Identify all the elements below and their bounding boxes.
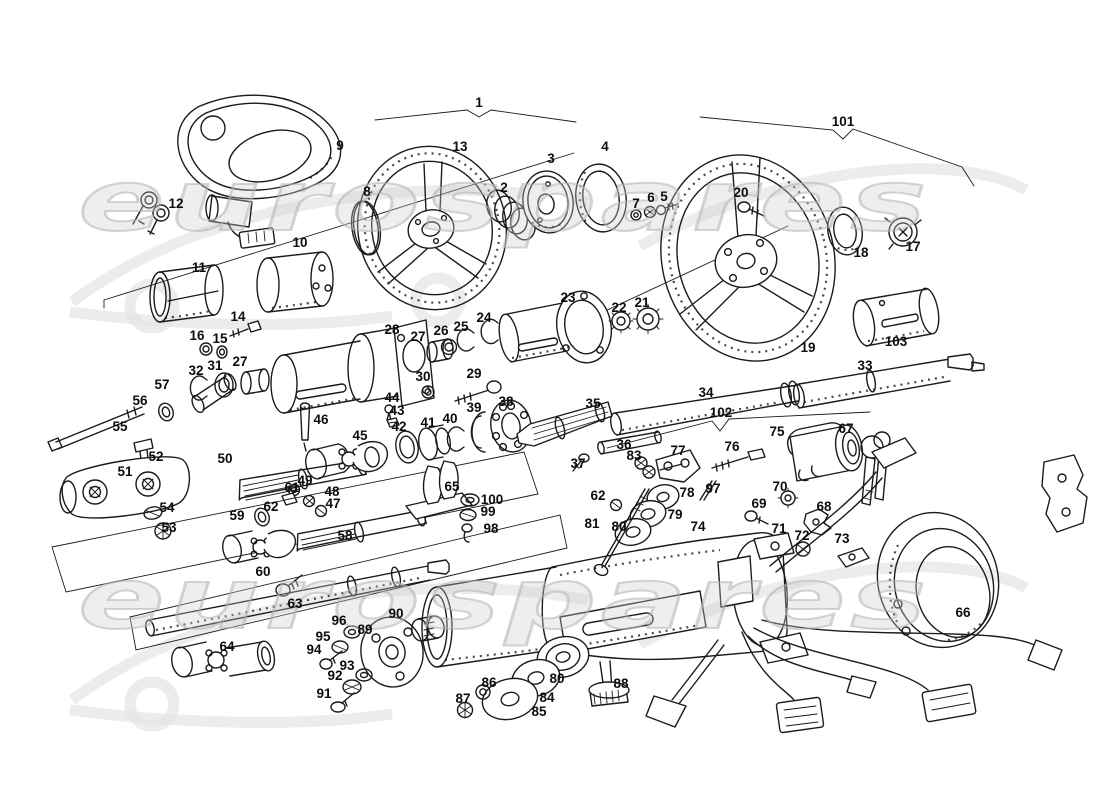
turn-signal-stalk-lower bbox=[645, 639, 725, 728]
part-57-pin bbox=[191, 372, 237, 414]
group-bracket-1 bbox=[374, 109, 577, 123]
part-53-nut bbox=[154, 522, 172, 540]
part-100-grommet bbox=[460, 493, 480, 507]
part-29-bolt bbox=[454, 380, 502, 405]
part-47-nut bbox=[314, 504, 328, 518]
part-68-contact-plate bbox=[803, 508, 832, 536]
part-15-washer bbox=[216, 345, 228, 359]
right-edge-bracket bbox=[1041, 454, 1088, 533]
part-62-washer-left bbox=[254, 507, 270, 527]
part-87-nut bbox=[456, 701, 474, 719]
part-20-screw bbox=[737, 201, 765, 218]
part-30-ring bbox=[421, 385, 435, 399]
part-94-bolt bbox=[319, 650, 343, 670]
part-85-washer bbox=[481, 677, 539, 721]
part-9-column-shroud bbox=[177, 94, 342, 200]
part-92-washer bbox=[342, 679, 362, 695]
part-88-adjuster-knob bbox=[588, 660, 630, 707]
part-56-washer bbox=[158, 402, 174, 422]
part-74-column-housing bbox=[421, 532, 809, 668]
part-73-lever bbox=[837, 547, 870, 568]
part-24-circlip bbox=[480, 318, 499, 345]
part-37-screw bbox=[572, 453, 590, 472]
part-83-nuts bbox=[634, 456, 656, 479]
part-95-washer bbox=[331, 640, 349, 654]
part-70-star-washer bbox=[777, 487, 799, 509]
part-46-pin bbox=[299, 402, 311, 452]
part-22-lock-washer bbox=[608, 308, 634, 334]
part-28-lock-housing bbox=[270, 319, 435, 414]
part-93-washer bbox=[355, 668, 373, 682]
part-55-long-bolt bbox=[47, 406, 145, 452]
part-40-circlip bbox=[446, 426, 465, 452]
part-36-link-rod bbox=[597, 430, 662, 455]
part-3-horn-button-disc bbox=[522, 170, 574, 234]
part-64-universal-joint bbox=[171, 640, 276, 678]
part-11-column-sleeve bbox=[149, 264, 224, 323]
part-41-bushing bbox=[418, 424, 451, 461]
part-90-bushing bbox=[411, 615, 445, 642]
part-8-ring bbox=[350, 200, 382, 256]
part-43-nut bbox=[386, 417, 400, 428]
part-17-switch bbox=[884, 217, 922, 250]
part-14-bolt bbox=[229, 320, 262, 338]
part-103-lock-sleeve bbox=[852, 287, 940, 347]
part-16-washer bbox=[199, 342, 213, 356]
part-10-column-sleeve bbox=[256, 251, 334, 313]
part-13-steering-wheel bbox=[356, 145, 508, 311]
part-4-contact-ring bbox=[575, 163, 627, 233]
part-62-nut-right bbox=[609, 498, 623, 512]
panel-outline-upper bbox=[51, 451, 539, 593]
part-45-universal-joint bbox=[305, 441, 389, 480]
part-89-coupling-flange bbox=[360, 616, 424, 688]
part-63-intermediate-shaft bbox=[145, 559, 450, 637]
group-bracket-101 bbox=[699, 116, 975, 187]
part-19-steering-wheel bbox=[660, 154, 836, 362]
part-44-screw bbox=[384, 404, 394, 421]
part-99-washer bbox=[459, 508, 477, 522]
part-69-screw bbox=[744, 510, 769, 525]
wiring-harness bbox=[741, 619, 1063, 734]
part-23-upper-bearing-sleeve bbox=[498, 290, 613, 364]
part-81-long-screw bbox=[593, 488, 650, 577]
part-54-washer bbox=[143, 506, 163, 520]
part-21-lock-washer bbox=[632, 303, 664, 335]
part-27-bushing-left bbox=[240, 368, 270, 395]
part-18-ring bbox=[827, 206, 863, 256]
part-59-universal-joint bbox=[222, 529, 297, 564]
group-bracket-102 bbox=[606, 411, 871, 449]
part-86-ring bbox=[475, 684, 491, 700]
part-2-horn-spring bbox=[486, 189, 536, 241]
part-35-upper-shaft bbox=[516, 401, 613, 447]
part-66-column-cover bbox=[876, 511, 1000, 649]
part-65-mounting-wedge bbox=[405, 460, 473, 520]
part-67-ignition-lock-with-keys bbox=[789, 424, 891, 506]
part-39-snap-ring bbox=[470, 411, 486, 453]
part-61-nut bbox=[281, 492, 298, 506]
part-34-column-tube bbox=[610, 380, 801, 436]
panel-outline-lower bbox=[129, 514, 568, 651]
part-77-lock-body bbox=[655, 449, 701, 483]
part-32-circlip bbox=[189, 375, 208, 401]
turn-signal-stalk-upper bbox=[769, 437, 917, 573]
watermark-swoosh-top bbox=[68, 163, 1029, 334]
part-91-bolt bbox=[330, 692, 355, 713]
part-98-screw bbox=[461, 523, 473, 543]
part-48-star-washer bbox=[302, 494, 316, 508]
part-5-screw bbox=[655, 202, 679, 216]
part-7-washer bbox=[630, 209, 642, 221]
part-51-clamp-block bbox=[59, 456, 190, 519]
part-6-nut bbox=[643, 205, 657, 219]
part-76-screw bbox=[711, 448, 766, 472]
part-97-pin bbox=[699, 480, 717, 501]
part-27-bushing-right bbox=[426, 338, 454, 363]
part-42-spacer-ring bbox=[395, 430, 419, 464]
part-33-steering-shaft bbox=[792, 353, 985, 409]
part-25-circlip bbox=[456, 328, 475, 352]
part-96-washer bbox=[343, 625, 361, 639]
part-12-ignition-switch-with-keys bbox=[132, 191, 276, 249]
